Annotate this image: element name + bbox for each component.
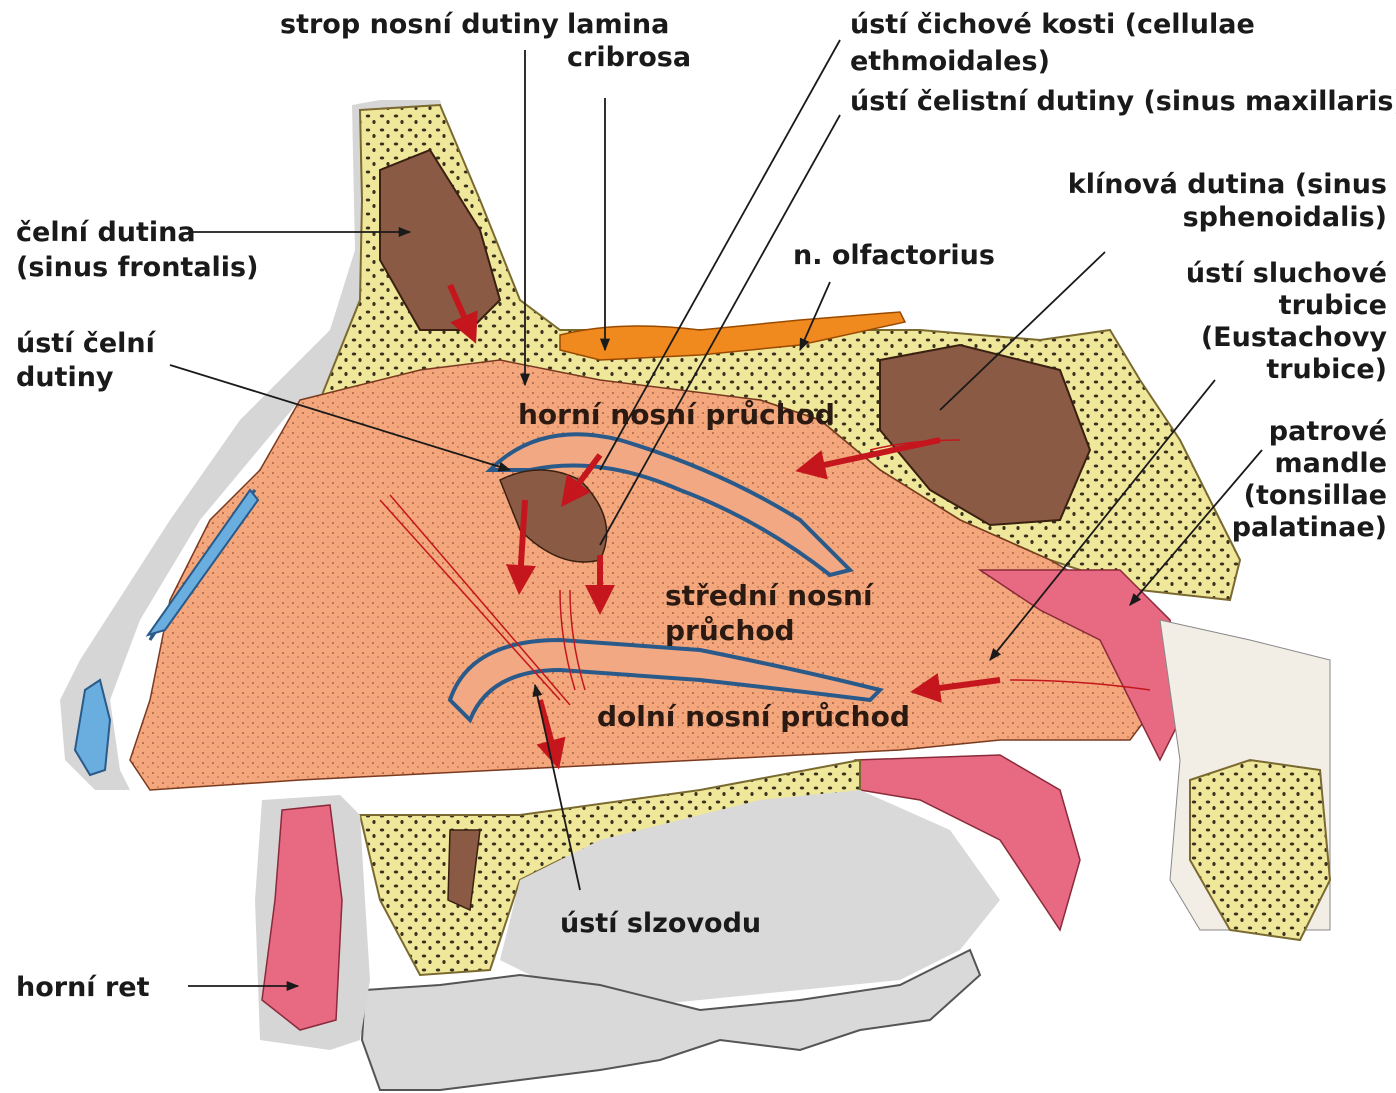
label-trubice-2: trubice)	[1266, 354, 1387, 385]
label-horni-ret: horní ret	[16, 972, 150, 1003]
label-horni-nosni-pruchod: horní nosní průchod	[518, 398, 835, 431]
label-dolni-nosni-pruchod: dolní nosní průchod	[597, 700, 910, 733]
label-usti-sluchove: ústí sluchové	[1186, 258, 1387, 289]
label-palatinae: palatinae)	[1232, 512, 1387, 543]
label-mandle: mandle	[1275, 448, 1387, 479]
label-celni-dutina: čelní dutina	[16, 217, 196, 248]
label-usti-slzovodu: ústí slzovodu	[560, 908, 761, 939]
label-cribrosa: cribrosa	[567, 42, 691, 73]
label-ethmoidales: ethmoidales)	[850, 46, 1050, 77]
label-klinova-dutina: klínová dutina (sinus	[1068, 169, 1387, 200]
label-pruchod: průchod	[665, 614, 795, 647]
label-lamina: lamina	[567, 9, 669, 40]
label-dutiny: dutiny	[16, 362, 114, 393]
label-n-olfactorius: n. olfactorius	[793, 240, 995, 271]
label-trubice-1: trubice	[1279, 290, 1387, 321]
label-usti-cichove-kosti: ústí čichové kosti (cellulae	[850, 9, 1255, 40]
label-patrove: patrové	[1269, 416, 1387, 447]
label-strop-nosni-dutiny: strop nosní dutiny	[280, 9, 559, 40]
label-tonsillae: (tonsillae	[1244, 480, 1387, 511]
label-usti-celni: ústí čelní	[16, 328, 157, 359]
label-usti-celistni-dutiny: ústí čelistní dutiny (sinus maxillaris)	[850, 86, 1396, 117]
label-sphenoidalis: sphenoidalis)	[1183, 202, 1387, 233]
label-eustachovy: (Eustachovy	[1201, 322, 1388, 353]
label-sinus-frontalis: (sinus frontalis)	[16, 252, 258, 283]
label-stredni-nosni: střední nosní	[665, 579, 874, 612]
